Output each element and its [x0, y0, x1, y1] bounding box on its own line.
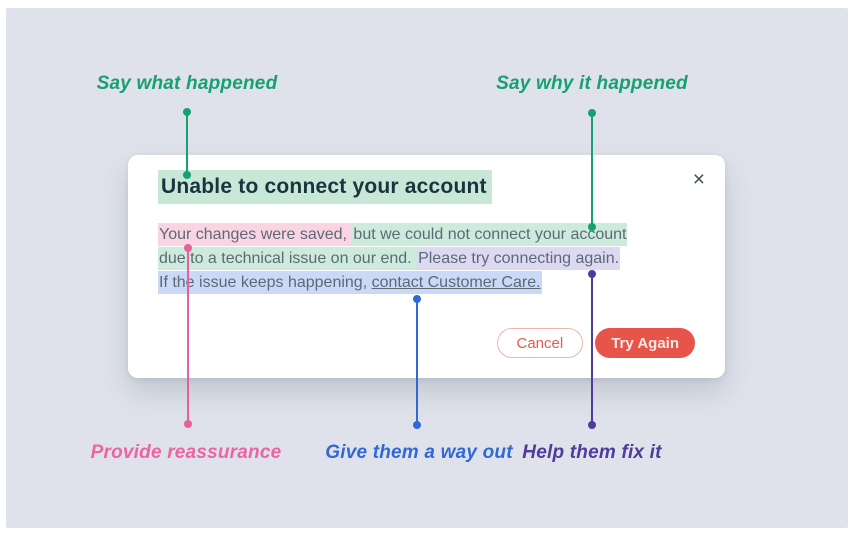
body-segment-fix-it: Please try connecting again. [417, 247, 621, 270]
body-segment-what-happened: but we could not connect your account [352, 223, 628, 246]
modal-title-text: Unable to connect your account [158, 170, 492, 204]
body-line-2: due to a technical issue on our end. Ple… [158, 247, 627, 271]
annotation-provide-reassurance: Provide reassurance [90, 442, 282, 463]
cancel-button[interactable]: Cancel [496, 328, 584, 358]
annotation-give-them-a-way-out: Give them a way out [325, 442, 513, 463]
try-again-button[interactable]: Try Again [595, 328, 695, 358]
body-segment-way-out: If the issue keeps happening, contact Cu… [158, 271, 542, 294]
body-segment-way-out-text: If the issue keeps happening, [159, 274, 372, 291]
modal-body: Your changes were saved, but we could no… [158, 223, 628, 295]
connector-give-them-a-way-out [413, 295, 421, 429]
close-icon[interactable]: × [692, 168, 705, 191]
annotation-say-why-it-happened: Say why it happened [496, 73, 688, 94]
body-line-1: Your changes were saved, but we could no… [158, 223, 628, 247]
body-segment-why-happened: due to a technical issue on our end. [158, 247, 418, 270]
connector-provide-reassurance [184, 244, 192, 428]
modal-footer: Cancel Try Again [496, 328, 695, 358]
annotation-say-what-happened: Say what happened [96, 73, 278, 94]
connector-say-why-it-happened [588, 109, 596, 231]
annotation-help-them-fix-it: Help them fix it [522, 442, 662, 463]
error-modal: Unable to connect your account × Your ch… [128, 155, 725, 378]
body-segment-reassurance: Your changes were saved, [158, 223, 353, 246]
connector-help-them-fix-it [588, 270, 596, 429]
body-line-3: If the issue keeps happening, contact Cu… [158, 271, 627, 295]
customer-care-link[interactable]: contact Customer Care. [371, 274, 541, 291]
connector-say-what-happened [183, 108, 191, 179]
modal-title: Unable to connect your account [158, 170, 492, 204]
